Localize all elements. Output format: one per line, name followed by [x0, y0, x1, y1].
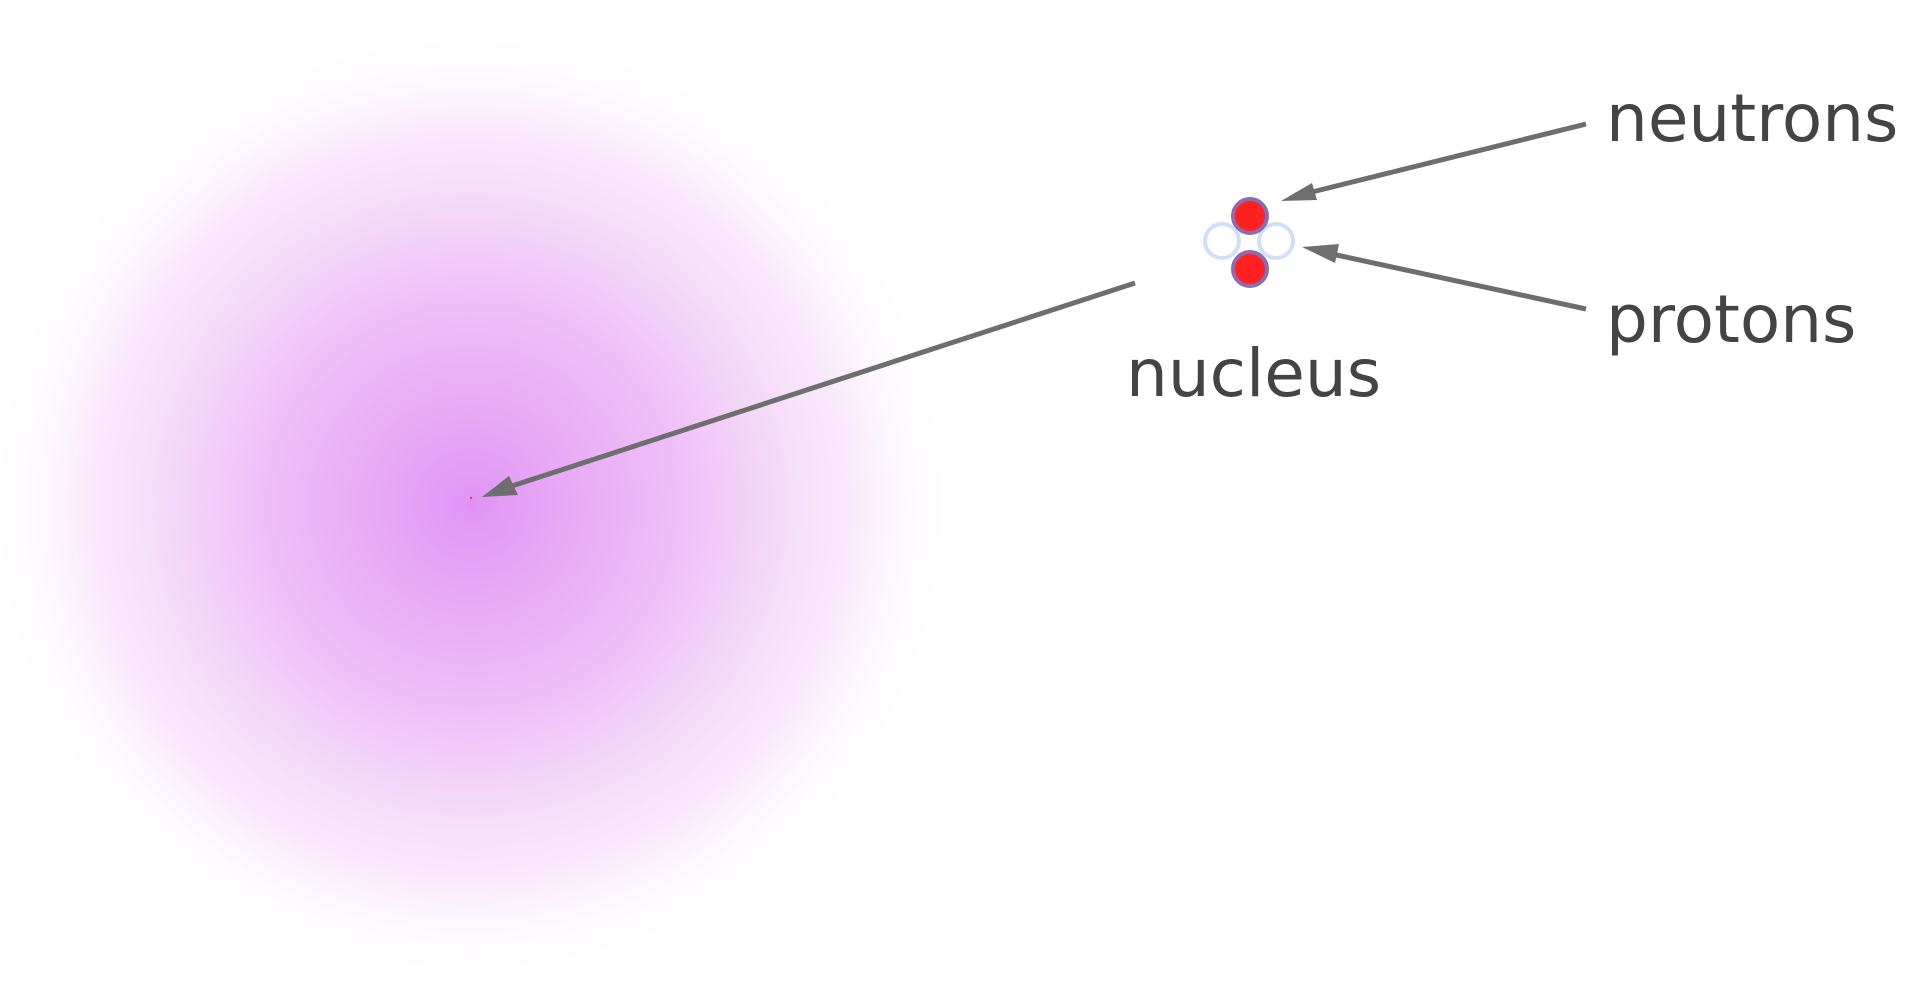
protons-arrow [1302, 244, 1587, 312]
protons-label: protons [1606, 281, 1856, 358]
neutrons-label: neutrons [1606, 80, 1898, 157]
electron-cloud [0, 37, 946, 973]
nucleus-label: nucleus [1126, 335, 1381, 412]
neutron-right [1257, 222, 1295, 260]
neutrons-arrow [1281, 121, 1587, 201]
proton-top [1231, 197, 1269, 235]
proton-bottom [1231, 250, 1269, 288]
nucleus-arrow [482, 280, 1136, 497]
cloud-center-dot [469, 496, 473, 500]
neutron-left [1203, 222, 1241, 260]
nucleus [1203, 197, 1295, 288]
